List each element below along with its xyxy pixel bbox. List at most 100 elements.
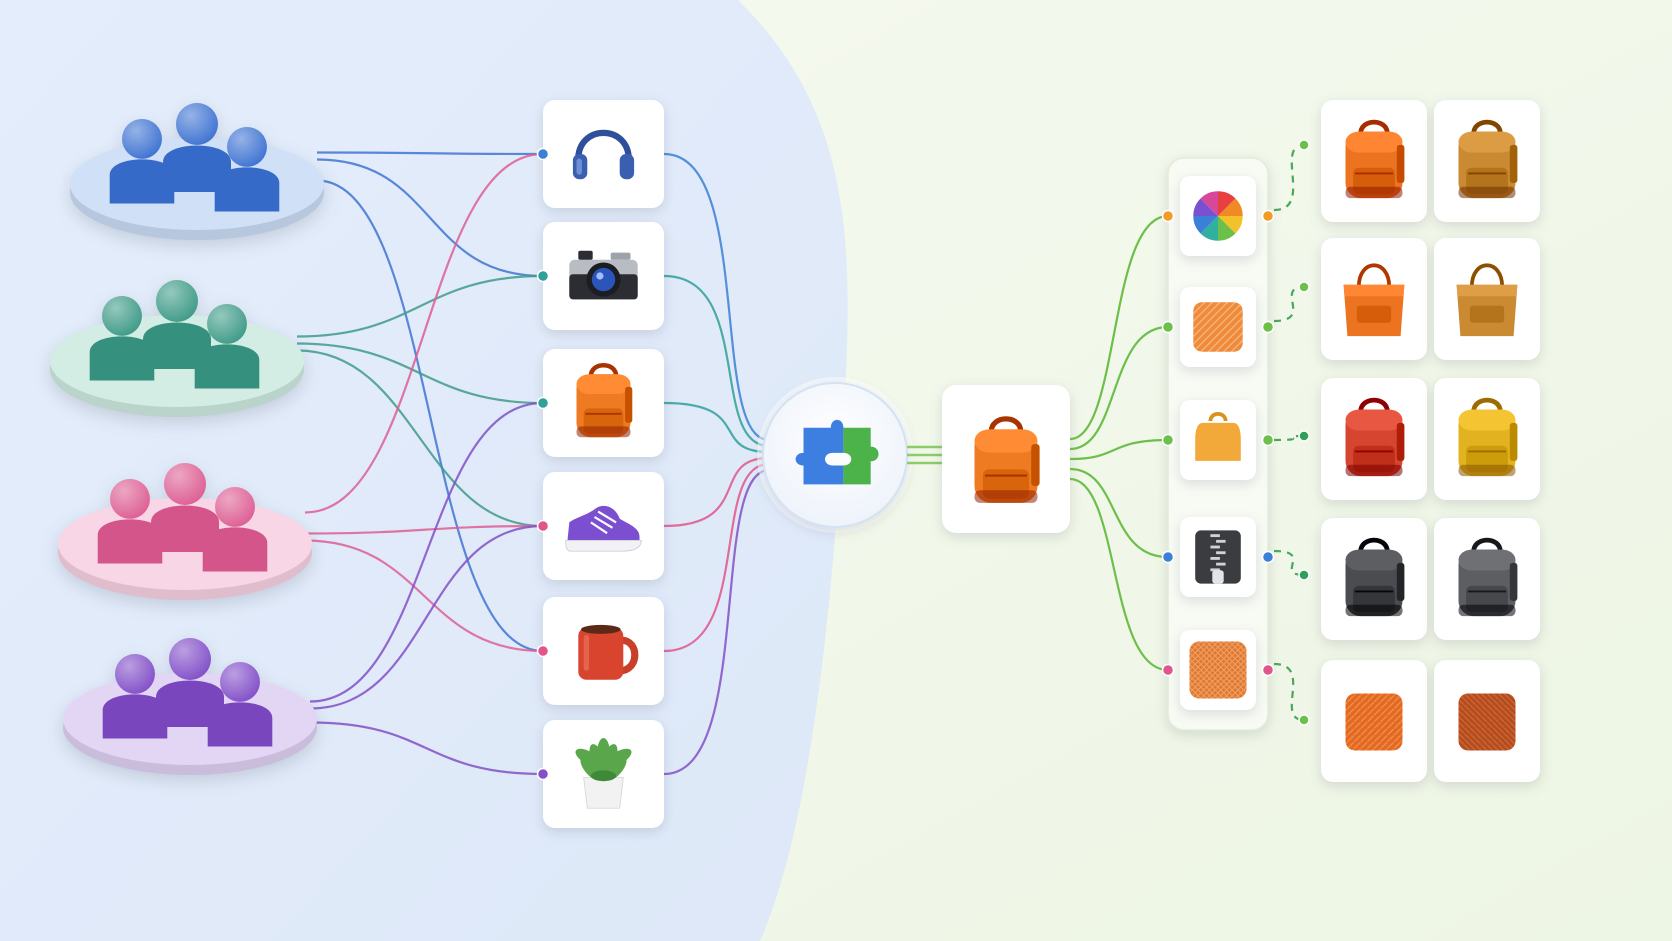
user-groups <box>50 103 324 775</box>
hub-circle <box>762 382 908 528</box>
connector-dot <box>1161 663 1175 677</box>
headphones-icon <box>572 129 635 180</box>
dashed-link <box>1273 434 1305 442</box>
fabric-swatch-icon <box>1345 693 1403 751</box>
link-line <box>316 179 544 653</box>
dashed-link <box>1273 662 1305 722</box>
person-icon <box>194 303 260 389</box>
result-grid <box>1321 100 1540 782</box>
attribute-links <box>1069 214 1169 672</box>
sneaker-icon <box>565 505 642 552</box>
result-card-color-1 <box>1321 100 1427 222</box>
backpack-icon <box>1458 397 1518 477</box>
link-line <box>316 158 544 278</box>
product-column <box>536 100 664 828</box>
product-card-headphones <box>536 100 664 208</box>
attribute-card-color <box>1161 176 1275 256</box>
backpack-icon <box>1458 537 1518 617</box>
dashed-link <box>1273 143 1305 212</box>
link-line <box>1069 467 1169 559</box>
result-links <box>1273 139 1310 726</box>
connector-dot <box>536 644 550 658</box>
person-icon <box>151 463 219 552</box>
connector-dot <box>1298 430 1310 442</box>
attribute-column <box>1161 157 1275 731</box>
connector-dot <box>1261 320 1275 334</box>
link-line <box>663 456 770 528</box>
link-line <box>309 721 544 776</box>
result-card-texture-2 <box>1434 238 1540 360</box>
person-icon <box>102 653 168 739</box>
selected-item <box>942 385 1070 533</box>
person-icon <box>109 118 175 204</box>
link-line <box>304 539 544 653</box>
group-product-links <box>296 151 544 776</box>
zipper-icon <box>1195 530 1241 584</box>
plant-icon <box>575 738 632 809</box>
link-line <box>1069 214 1169 441</box>
person-icon <box>163 103 231 192</box>
result-card-closure-1 <box>1321 518 1427 640</box>
backpack-icon <box>576 362 633 438</box>
link-line <box>663 462 770 653</box>
fabric-swatch-icon <box>1458 693 1516 751</box>
color-wheel-icon <box>1193 191 1243 241</box>
connector-dot <box>1261 433 1275 447</box>
connector-dot <box>1261 209 1275 223</box>
link-line <box>1069 325 1169 451</box>
bag-shape-icon <box>1195 411 1241 461</box>
backpack-icon <box>1345 119 1405 199</box>
connector-dot <box>536 269 550 283</box>
person-icon <box>202 486 268 572</box>
connector-dot <box>1298 569 1310 581</box>
user-group-pink <box>58 463 312 600</box>
link-line <box>309 524 544 710</box>
connector-dot <box>536 767 550 781</box>
result-card-color-2 <box>1434 100 1540 222</box>
backpack-icon <box>1345 537 1405 617</box>
attribute-card-material <box>1161 630 1275 710</box>
result-card-closure-2 <box>1434 518 1540 640</box>
connector-dot <box>1298 714 1310 726</box>
fabric-swatch-icon <box>1189 641 1247 699</box>
attribute-card-shape <box>1161 400 1275 480</box>
product-hub-links <box>663 152 770 776</box>
link-line <box>1069 438 1169 461</box>
result-card-shape-1 <box>1321 378 1427 500</box>
result-card-texture-1 <box>1321 238 1427 360</box>
link-line <box>316 151 544 156</box>
backpack-icon <box>1345 397 1405 477</box>
person-icon <box>214 126 280 212</box>
connector-dot <box>1161 550 1175 564</box>
user-group-purple <box>63 638 317 775</box>
camera-icon <box>569 250 638 300</box>
result-card-shape-2 <box>1434 378 1540 500</box>
product-card-sneaker <box>536 472 664 580</box>
user-group-blue <box>70 103 324 240</box>
product-card-camera <box>536 222 664 330</box>
person-icon <box>156 638 224 727</box>
product-card-plant <box>536 720 664 828</box>
attribute-card-texture <box>1161 287 1275 367</box>
link-line <box>1069 477 1169 672</box>
link-line <box>304 152 544 514</box>
dashed-link <box>1273 285 1305 323</box>
product-card-backpack <box>536 349 664 457</box>
person-icon <box>207 661 273 747</box>
mug-icon <box>578 624 639 680</box>
result-card-material-1 <box>1321 660 1427 782</box>
person-icon <box>97 478 163 564</box>
tote-bag-icon <box>1456 263 1518 337</box>
tote-bag-icon <box>1343 263 1405 337</box>
link-line <box>296 349 544 528</box>
link-line <box>296 342 544 405</box>
backpack-icon <box>1458 119 1518 199</box>
person-icon <box>89 295 155 381</box>
link-line <box>663 468 770 776</box>
connector-dot <box>536 396 550 410</box>
connector-dot <box>1161 209 1175 223</box>
connector-dot <box>1161 320 1175 334</box>
user-group-teal <box>50 280 304 417</box>
